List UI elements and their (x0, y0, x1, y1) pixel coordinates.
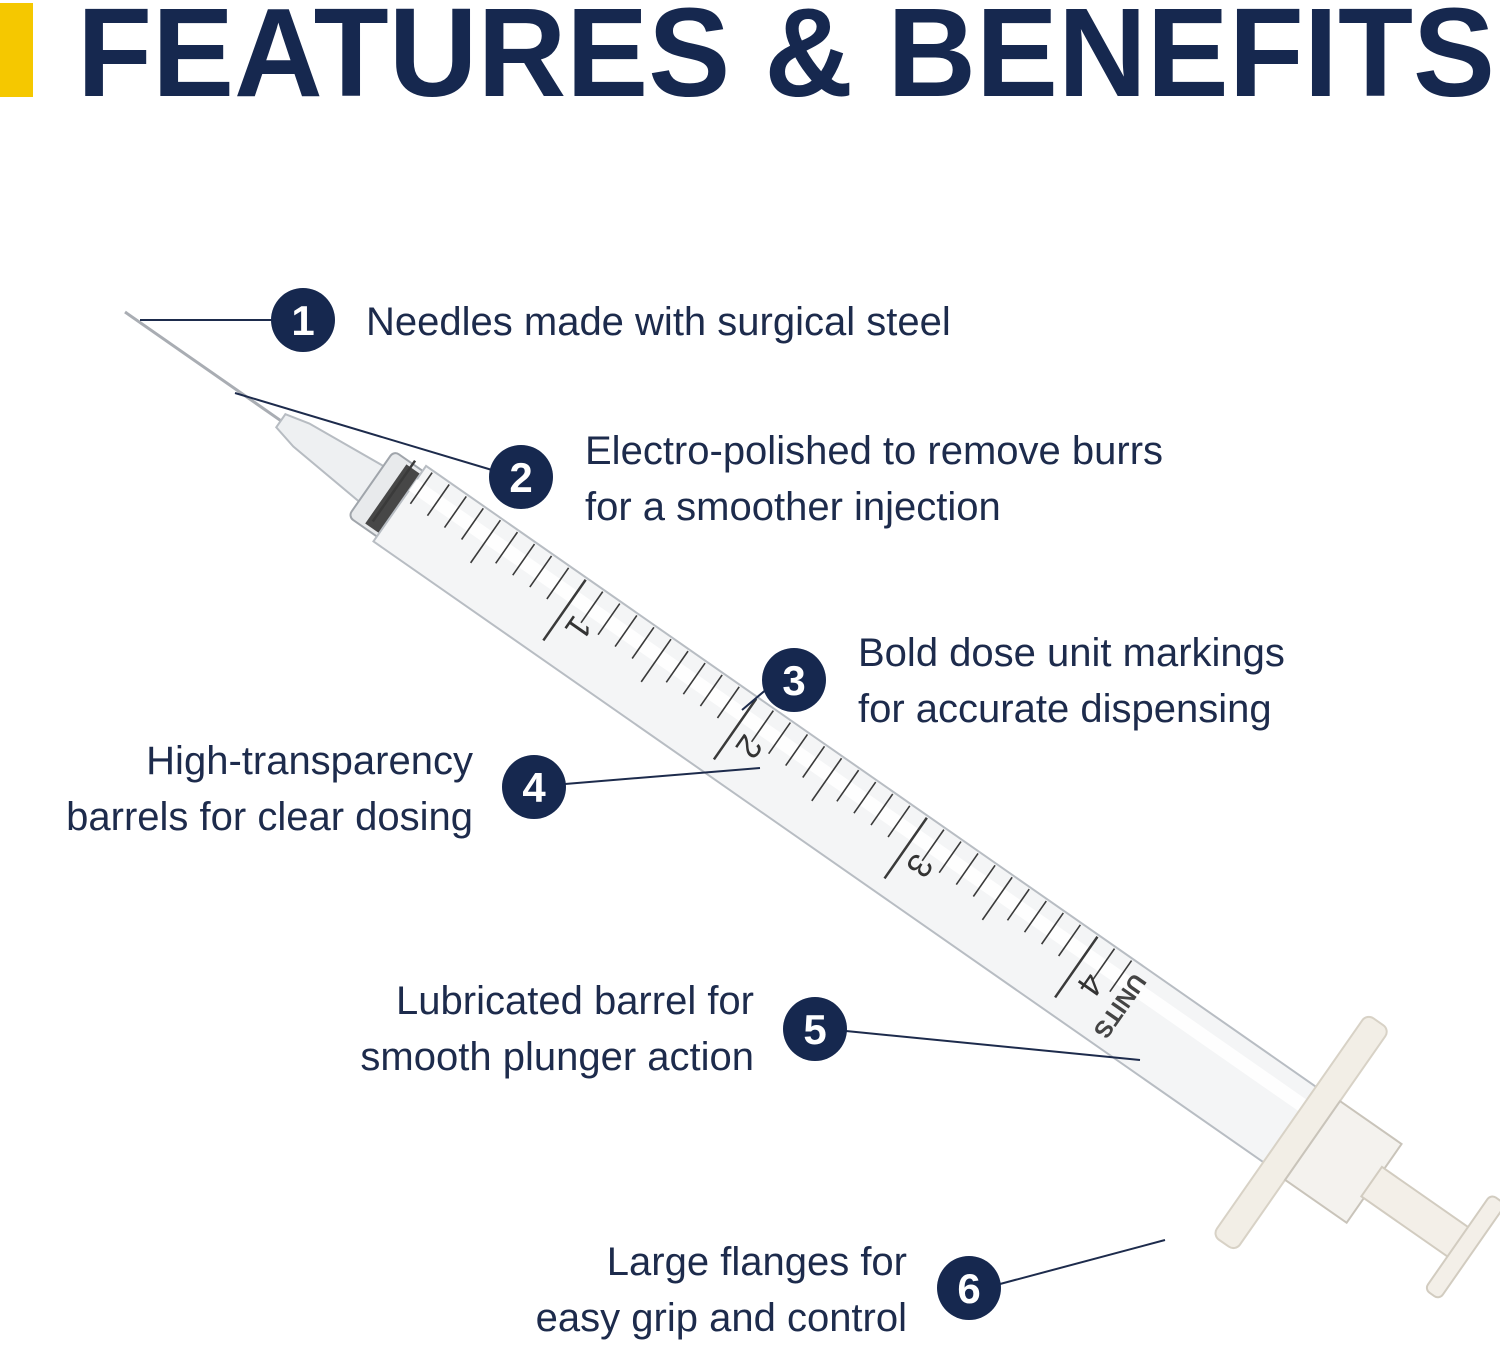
callout-5-text: Lubricated barrel for smooth plunger act… (360, 979, 754, 1079)
scale-tick (665, 650, 689, 683)
scale-tick (1057, 924, 1082, 957)
scale-tick (512, 543, 536, 576)
scale-tick (542, 579, 587, 642)
scale-tick (580, 591, 604, 624)
scale-tick (640, 638, 672, 683)
badge-number: 3 (782, 657, 805, 704)
scale-tick (972, 864, 996, 897)
scale-tick (597, 603, 621, 636)
leader-line-2 (234, 392, 493, 471)
scale-tick (955, 852, 979, 886)
scale-tick (682, 662, 706, 695)
scale-tick (426, 484, 450, 517)
scale-tick (469, 519, 502, 564)
scale-tick (981, 876, 1013, 921)
badge-circle (783, 997, 847, 1061)
callout-badge-2: 2 (489, 445, 553, 509)
leader-line-5 (845, 1030, 1141, 1061)
scale-tick (546, 567, 570, 600)
scale-tick (716, 686, 740, 719)
scale-tick (712, 698, 758, 761)
leader-line-3 (741, 687, 769, 711)
scale-tick (409, 472, 433, 505)
page-title: FEATURES & BENEFITS (77, 0, 1495, 123)
scale-tick (750, 710, 774, 743)
scale-tick (443, 495, 467, 529)
scale-tick (1054, 936, 1099, 999)
scale-tick (460, 507, 484, 540)
badge-number: 5 (803, 1006, 826, 1053)
plunger-thumb-rest (1425, 1195, 1500, 1299)
callout-badge-1: 1 (271, 288, 335, 352)
scale-tick (1023, 900, 1047, 933)
scale-tick (870, 793, 894, 826)
scale-tick (631, 626, 655, 659)
scale-tick (853, 781, 877, 814)
callout-badge-6: 6 (937, 1256, 1001, 1320)
scale-tick (883, 817, 928, 880)
scale-tick (529, 555, 553, 588)
callout-4-text: High-transparency barrels for clear dosi… (66, 739, 473, 839)
callout-3-text: Bold dose unit markings for accurate dis… (858, 631, 1285, 731)
leader-line-6 (999, 1239, 1166, 1285)
badge-number: 4 (522, 764, 546, 811)
scale-tick (614, 614, 638, 648)
callout-1-text: Needles made with surgical steel (366, 300, 951, 344)
badge-number: 6 (957, 1265, 980, 1312)
badge-circle (271, 288, 335, 352)
badge-circle (489, 445, 553, 509)
scale-tick (1006, 888, 1030, 921)
scale-tick (767, 722, 792, 755)
callout-badge-5: 5 (783, 997, 847, 1061)
badge-number: 1 (291, 297, 314, 344)
badge-circle (937, 1256, 1001, 1320)
scale-tick (802, 745, 826, 778)
scale-tick (887, 805, 911, 838)
scale-tick (1092, 948, 1116, 981)
badge-number: 2 (509, 454, 532, 501)
scale-tick (371, 460, 417, 523)
badge-circle (762, 648, 826, 712)
callout-2-text: Electro-polished to remove burrs for a s… (585, 429, 1164, 529)
needle (124, 310, 286, 425)
scale-tick (1109, 960, 1133, 993)
leader-lines (140, 319, 1166, 1285)
scale-tick (785, 733, 809, 767)
scale-tick (699, 674, 723, 707)
scale-tick (921, 829, 945, 862)
scale-tick (938, 841, 962, 874)
callout-badge-4: 4 (502, 755, 566, 819)
leader-line-4 (564, 767, 761, 785)
scale-tick (811, 757, 843, 802)
callout-6-text: Large flanges for easy grip and control (535, 1240, 907, 1340)
scale-tick (495, 531, 519, 564)
badge-circle (502, 755, 566, 819)
scale-tick (1040, 912, 1064, 945)
callout-badges: 1 2 3 4 5 6 (271, 288, 1001, 1320)
scale-tick (836, 769, 860, 802)
accent-bar (0, 3, 33, 97)
callout-badge-3: 3 (762, 648, 826, 712)
